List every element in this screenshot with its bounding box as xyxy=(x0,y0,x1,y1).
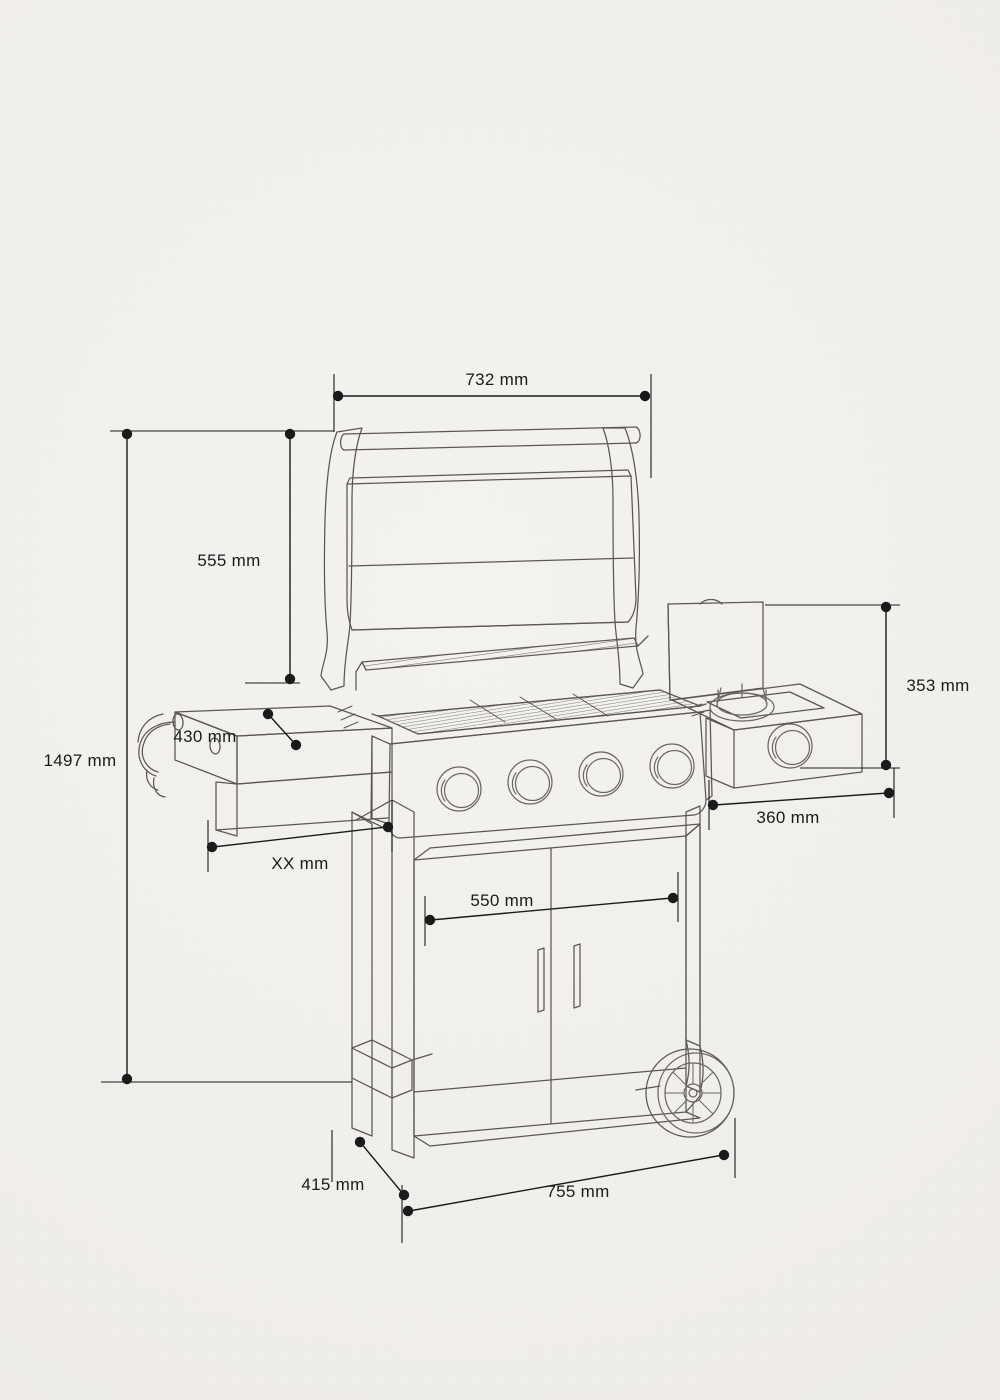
dimension-label-555mm: 555 mm xyxy=(197,551,260,570)
dimension-732mm: 732 mm xyxy=(332,370,652,478)
cart-frame xyxy=(351,799,433,1159)
dimension-555mm: 555 mm xyxy=(197,428,334,685)
dimension-360mm: 360 mm xyxy=(707,768,895,830)
dimension-xx-mm: XX mm xyxy=(206,800,394,873)
cabinet-handle-right xyxy=(573,943,581,1009)
dimension-label-xx-mm: XX mm xyxy=(271,854,328,873)
cabinet-handle-left xyxy=(537,947,545,1013)
dimension-label-1497mm: 1497 mm xyxy=(44,751,117,770)
hood xyxy=(320,426,644,691)
dimension-label-353mm: 353 mm xyxy=(906,676,969,695)
wheel xyxy=(645,1048,735,1138)
side-burner xyxy=(667,598,863,789)
warming-rack xyxy=(355,635,649,691)
left-side-table xyxy=(137,705,393,837)
dimension-353mm: 353 mm xyxy=(765,601,969,771)
dimension-430mm: 430 mm xyxy=(173,708,302,751)
dimension-1497mm: 1497 mm xyxy=(44,428,352,1085)
dimension-label-360mm: 360 mm xyxy=(756,808,819,827)
dimension-755mm: 755 mm xyxy=(401,1118,736,1243)
dimension-label-732mm: 732 mm xyxy=(465,370,528,389)
dimension-label-755mm: 755 mm xyxy=(546,1182,609,1201)
firebox xyxy=(337,689,713,839)
dimension-label-415mm: 415 mm xyxy=(301,1175,364,1194)
dimension-550mm: 550 mm xyxy=(424,872,679,946)
dimension-label-550mm: 550 mm xyxy=(470,891,533,910)
dimension-415mm: 415 mm xyxy=(301,1130,410,1201)
dimension-label-430mm: 430 mm xyxy=(173,727,236,746)
